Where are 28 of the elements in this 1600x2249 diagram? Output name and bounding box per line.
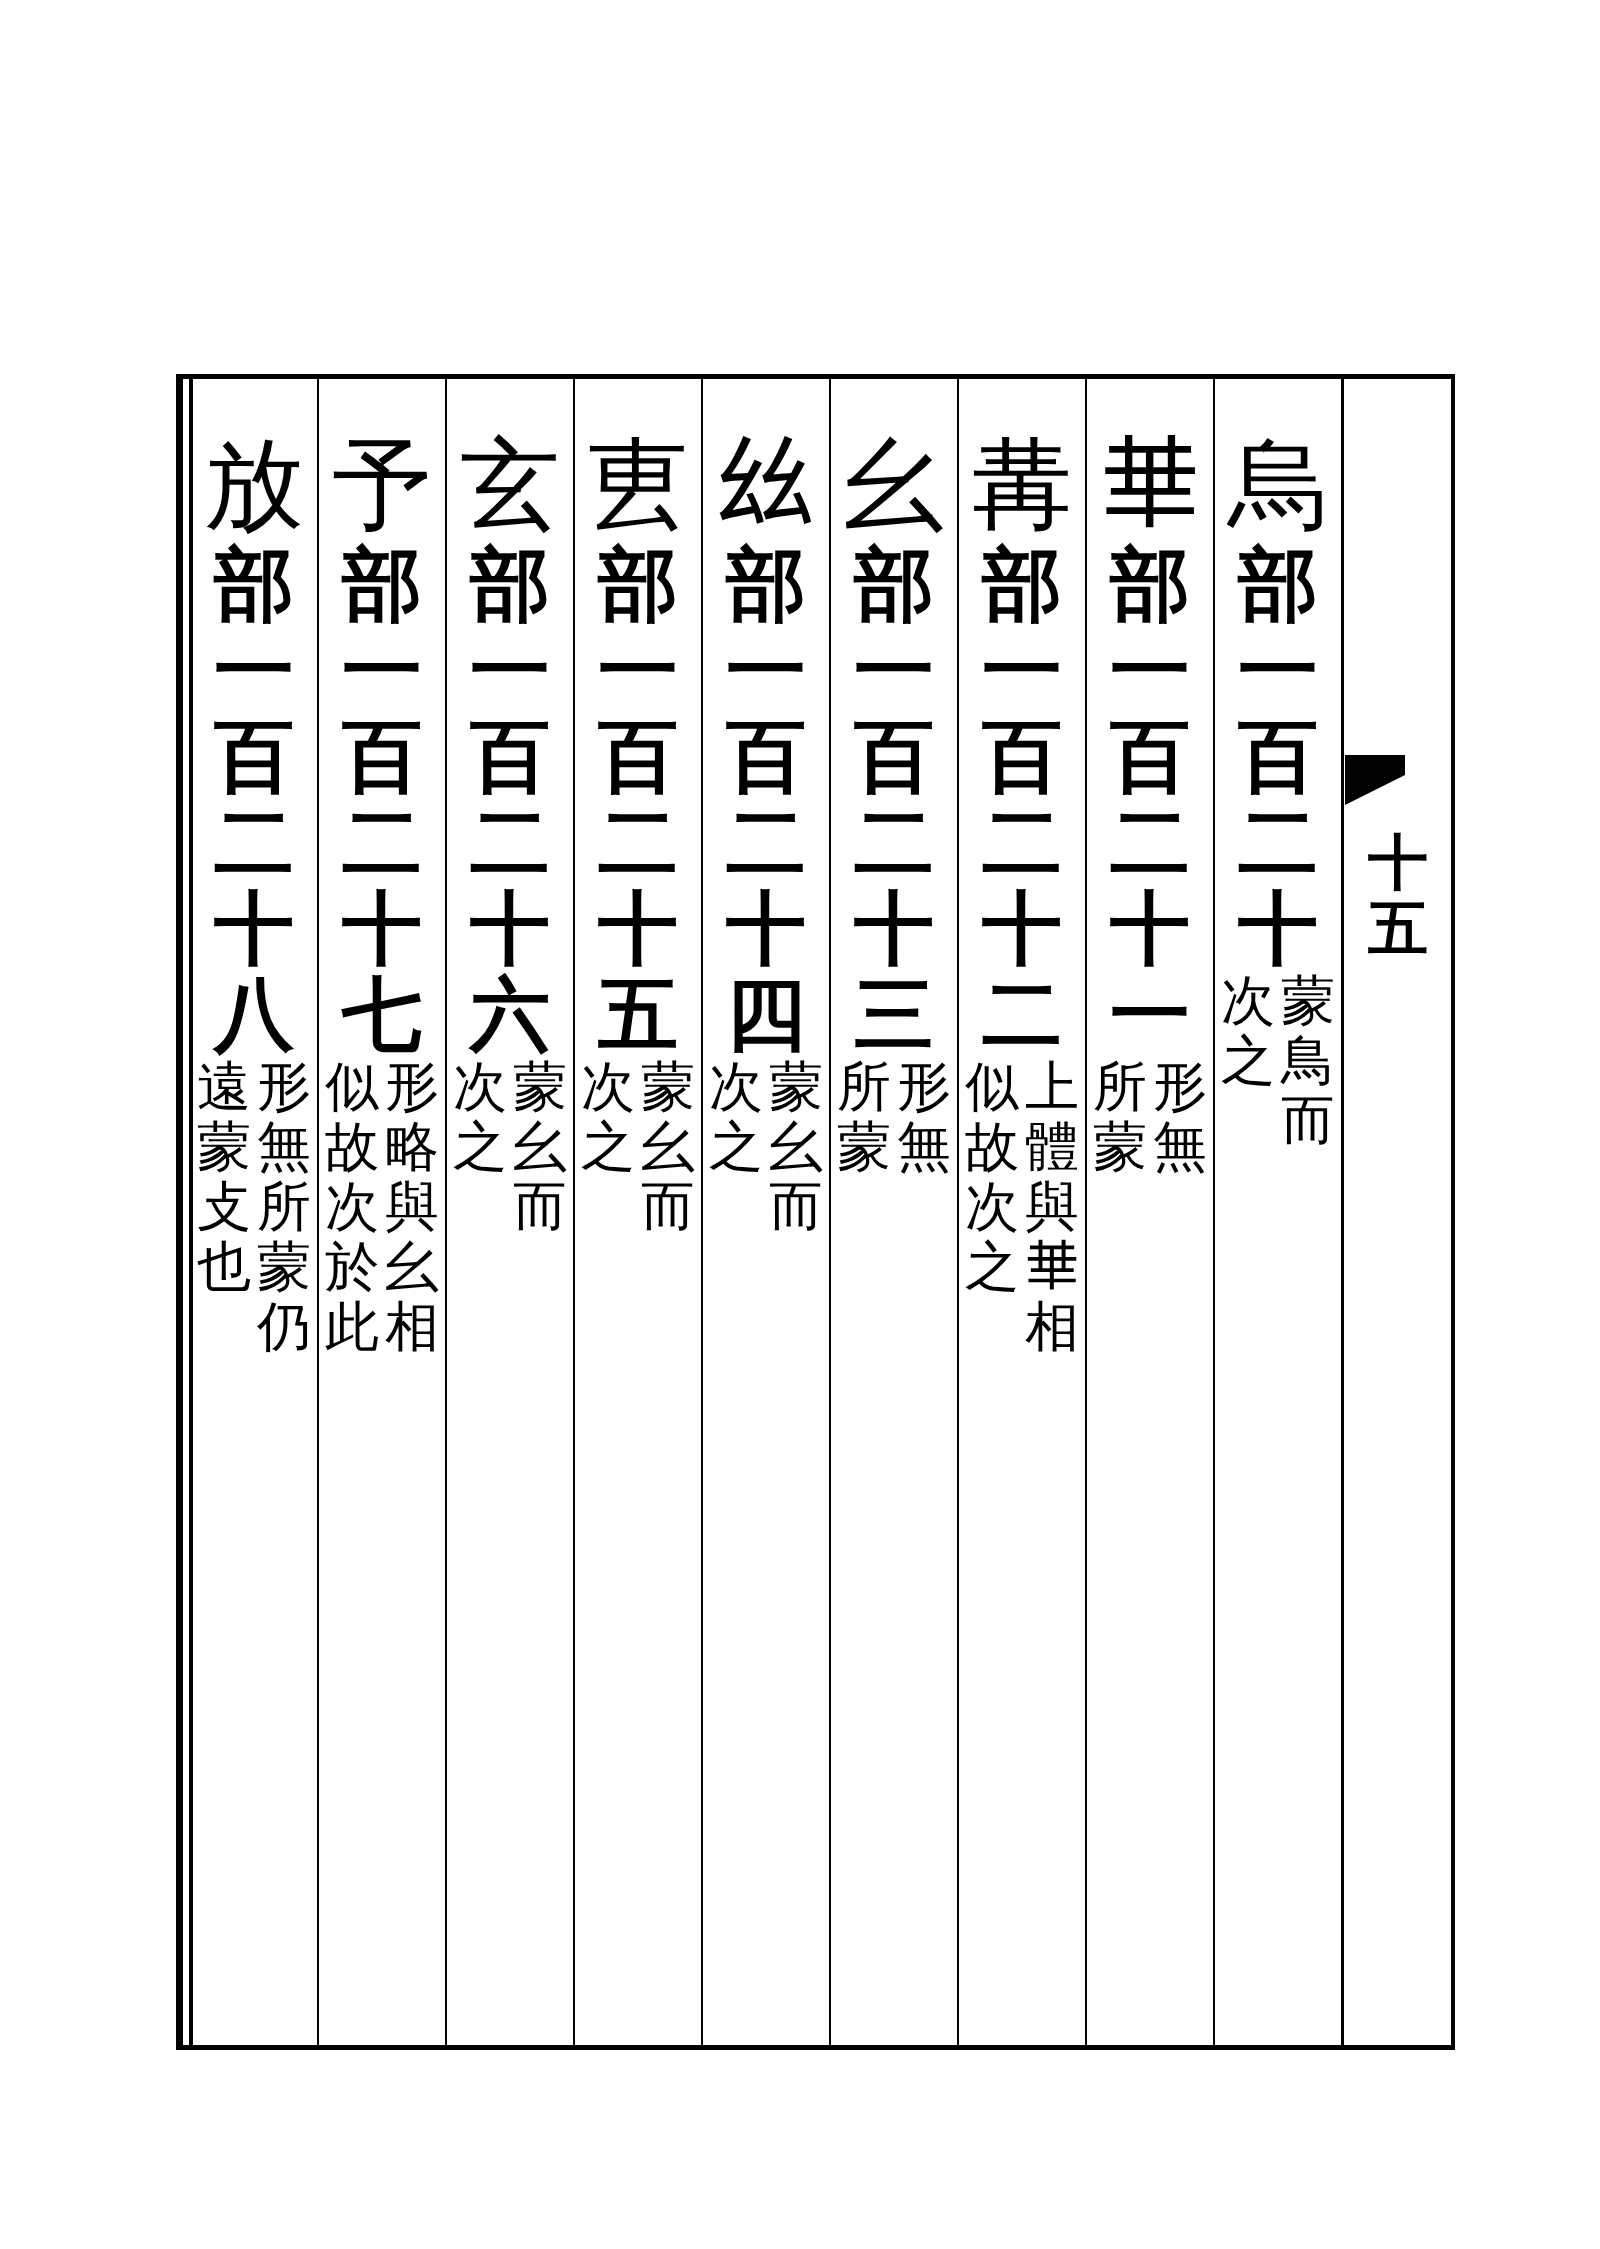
annotation-note: 蒙幺而次之: [452, 1057, 568, 1237]
seal-character: 𢆶: [715, 429, 817, 541]
annotation-note: 上體與𠦒相似故次之: [964, 1057, 1080, 1357]
radical-heading: 部一百二十一: [1109, 541, 1191, 1057]
seal-character: 予: [331, 429, 433, 541]
folio-number: 十五: [1367, 829, 1429, 961]
seal-character: 玄: [459, 429, 561, 541]
radical-heading: 部一百二十三: [853, 541, 935, 1057]
annotation-note: 形無所蒙仍遠蒙攴也: [196, 1057, 312, 1357]
seal-character: 冓: [971, 429, 1073, 541]
radical-heading: 部一百二十八: [213, 541, 295, 1057]
radical-heading: 部一百二十四: [725, 541, 806, 1057]
annotation-note: 蒙鳥而次之: [1220, 971, 1336, 1151]
seal-character: 叀: [587, 429, 689, 541]
seal-character: 幺: [843, 429, 945, 541]
radical-heading: 部一百二十五: [597, 541, 678, 1057]
radical-heading: 部一百二十二: [981, 541, 1062, 1057]
seal-character: 放: [203, 429, 305, 541]
radical-heading: 部一百二十: [1237, 541, 1318, 971]
radical-heading: 部一百二十六: [469, 541, 550, 1057]
seal-character: 𠦒: [1099, 429, 1201, 541]
annotation-note: 形無所蒙: [836, 1057, 952, 1177]
annotation-note: 形略與幺相似故次於此: [324, 1057, 440, 1357]
radical-heading: 部一百二十七: [341, 541, 423, 1057]
annotation-note: 形無所蒙: [1092, 1057, 1208, 1177]
seal-character: 烏: [1226, 429, 1329, 541]
annotation-note: 蒙幺而次之: [580, 1057, 696, 1237]
annotation-note: 蒙幺而次之: [708, 1057, 824, 1237]
